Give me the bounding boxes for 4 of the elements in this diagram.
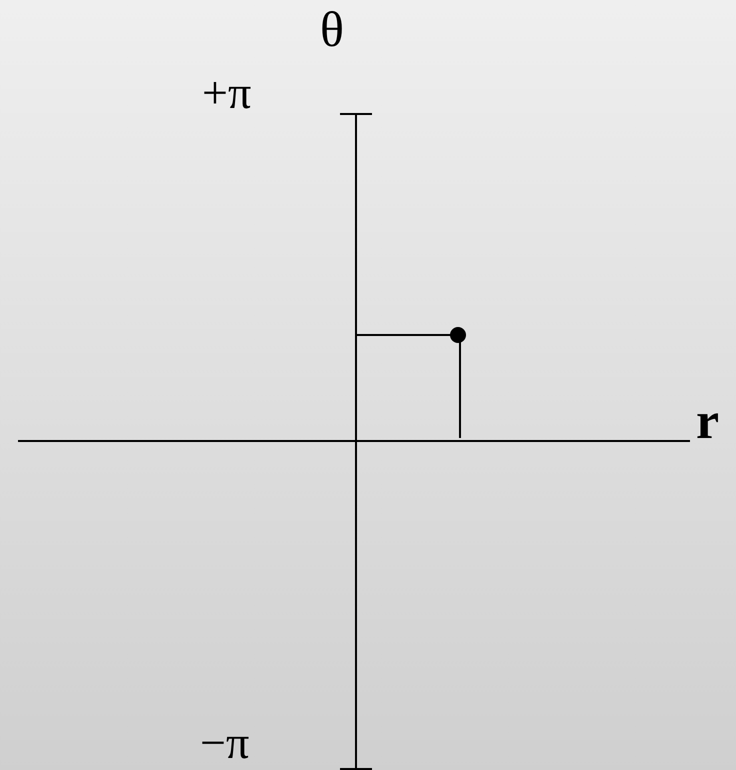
axis-label: θ — [320, 4, 344, 54]
axis-tick-label: +π — [202, 70, 252, 116]
axis-tick-label: −π — [200, 720, 250, 766]
axis-label: r — [696, 396, 720, 448]
